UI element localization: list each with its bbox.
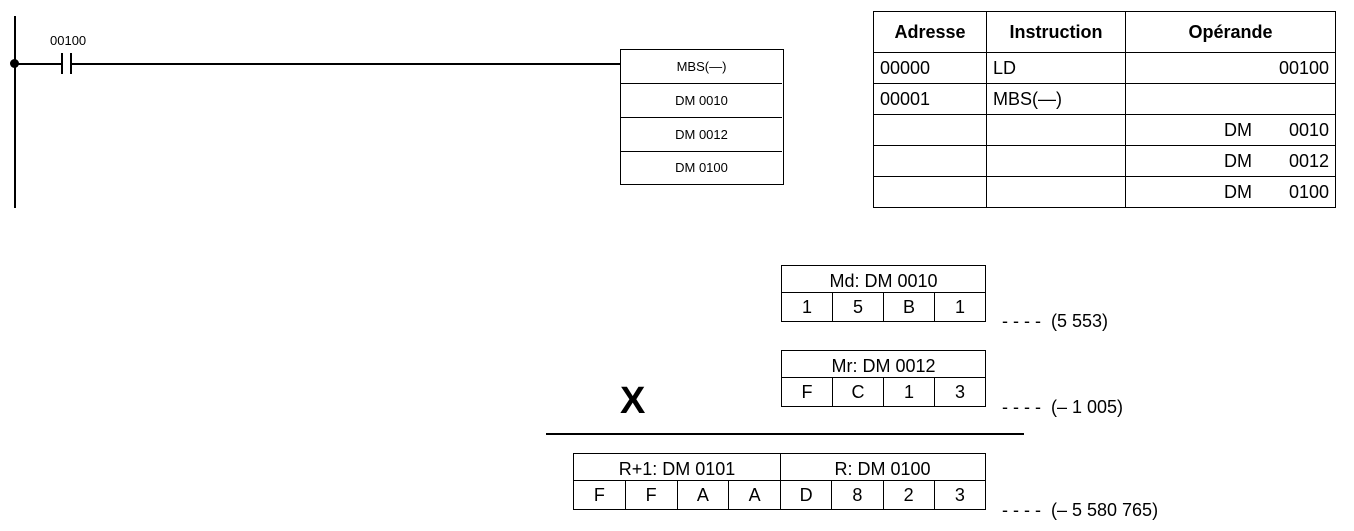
cell-address: [873, 176, 987, 208]
result-low-digit: D: [781, 481, 833, 509]
cell-instruction: LD: [986, 52, 1126, 84]
result-low-digit: 8: [832, 481, 884, 509]
rung-wire-right: [72, 63, 620, 65]
operand-value: 0012: [1288, 150, 1329, 171]
operand-value: 0100: [1288, 181, 1329, 202]
table-row: DM 0012: [873, 145, 1336, 177]
md-register-label: Md: DM 0010: [829, 271, 938, 291]
operand-value: 00100: [1278, 57, 1329, 78]
contact-left-bar: [61, 53, 63, 74]
mr-decimal-note: - - - - (– 1 005): [1002, 397, 1124, 417]
result-low-label: R: DM 0100: [834, 459, 931, 479]
block-row-r: DM 0100: [675, 160, 728, 175]
result-separator-line: [546, 433, 1024, 435]
result-high-digit: A: [748, 485, 761, 505]
cell-instruction: [986, 114, 1126, 146]
cell-address: 00001: [873, 83, 987, 115]
cell-address: [873, 145, 987, 177]
block-row-md: DM 0010: [621, 84, 782, 118]
cell-operand: DM 0100: [1125, 176, 1336, 208]
block-row-mbs: MBS(—): [621, 50, 782, 84]
result-low-register: R: DM 0100 D 8 2 3: [780, 453, 986, 510]
cell-operand: DM 0010: [1125, 114, 1336, 146]
operand-value: 0010: [1288, 119, 1329, 140]
md-register: Md: DM 0010 1 5 B 1: [781, 265, 986, 322]
table-row: 00001 MBS(—): [873, 83, 1336, 115]
left-power-rail: [14, 16, 16, 208]
cell-instruction: [986, 176, 1126, 208]
table-header-row: Adresse Instruction Opérande: [873, 11, 1336, 53]
result-low-digits: D 8 2 3: [780, 480, 985, 509]
header-operand: Opérande: [1125, 11, 1336, 53]
result-high-digit: A: [678, 481, 730, 509]
header-instruction: Instruction: [986, 11, 1126, 53]
md-digit: 1: [782, 293, 833, 321]
cell-address: 00000: [873, 52, 987, 84]
header-address: Adresse: [873, 11, 987, 53]
result-high-label: R+1: DM 0101: [618, 459, 736, 479]
multiply-operator: X: [620, 380, 646, 422]
table-row: DM 0010: [873, 114, 1336, 146]
rail-junction-dot: [10, 59, 19, 68]
md-register-digits: 1 5 B 1: [782, 292, 985, 321]
operand-area: DM: [1224, 150, 1252, 171]
cell-instruction: MBS(—): [986, 83, 1126, 115]
table-row: DM 0100: [873, 176, 1336, 208]
cell-address: [873, 114, 987, 146]
operand-area: DM: [1224, 119, 1252, 140]
cell-operand: 00100: [1125, 52, 1336, 84]
table-row: 00000 LD 00100: [873, 52, 1336, 84]
result-high-register: R+1: DM 0101 F F A A: [573, 453, 781, 510]
instruction-block: MBS(—) DM 0010 DM 0012 DM 0100: [620, 49, 784, 185]
block-row-mr: DM 0012: [621, 118, 782, 152]
mr-register-label: Mr: DM 0012: [831, 356, 936, 376]
md-digit: 5: [833, 293, 884, 321]
md-digit: B: [884, 293, 935, 321]
mr-digit: 3: [954, 382, 965, 402]
cell-operand: DM 0012: [1125, 145, 1336, 177]
result-decimal-note: - - - - (– 5 580 765): [1002, 500, 1159, 520]
md-digit: 1: [954, 297, 965, 317]
mr-digit: F: [782, 378, 833, 406]
operand-area: DM: [1224, 181, 1252, 202]
contact-right-bar: [70, 53, 72, 74]
cell-instruction: [986, 145, 1126, 177]
md-decimal-note: - - - - (5 553): [1002, 311, 1109, 331]
result-high-digit: F: [626, 481, 678, 509]
cell-operand: [1125, 83, 1336, 115]
result-high-digits: F F A A: [574, 480, 780, 509]
result-low-digit: 3: [954, 485, 965, 505]
result-low-digit: 2: [884, 481, 935, 509]
mr-register: Mr: DM 0012 F C 1 3: [781, 350, 986, 407]
mr-register-digits: F C 1 3: [782, 377, 985, 406]
instruction-table: Adresse Instruction Opérande 00000 LD 00…: [873, 11, 1336, 208]
contact-label: 00100: [50, 33, 87, 48]
mr-digit: 1: [884, 378, 935, 406]
result-high-digit: F: [574, 481, 626, 509]
rung-wire-left: [15, 63, 61, 65]
mr-digit: C: [833, 378, 884, 406]
result-register-divider: [780, 453, 781, 479]
